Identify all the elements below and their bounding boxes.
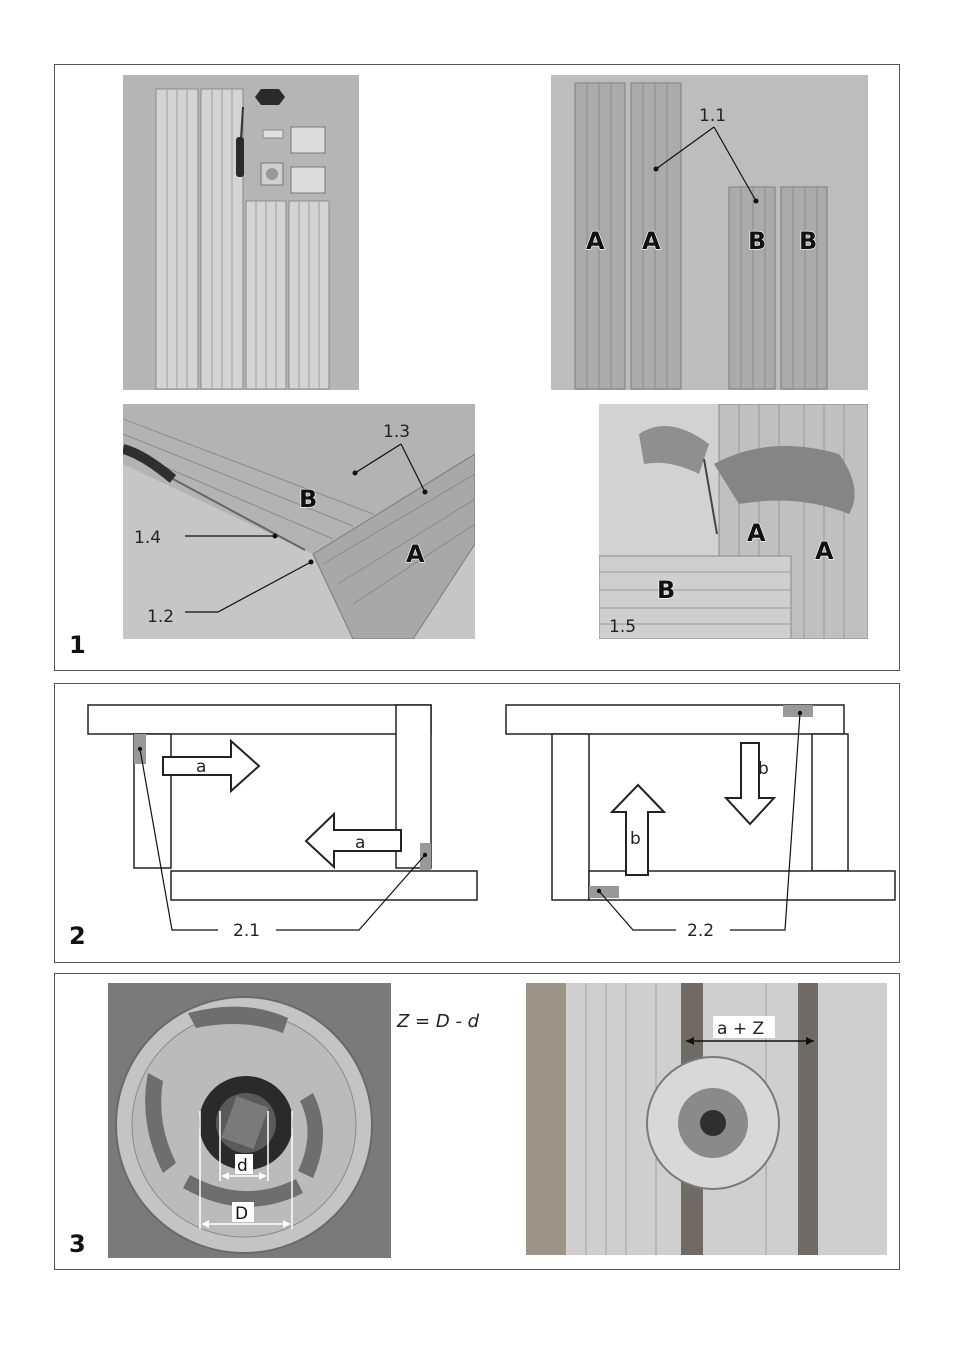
rails-labels-overlay: 1.1 A A B B	[585, 106, 817, 256]
figure-1-number: 1	[69, 631, 86, 659]
router-base-dims: d D	[199, 1111, 293, 1229]
callout-1-4: 1.4	[134, 528, 161, 548]
parts-overview-drawing	[155, 88, 330, 390]
dim-label-D: D	[235, 1204, 248, 1224]
arrow-label-b-1: b	[758, 759, 769, 779]
right-frame	[505, 704, 896, 901]
photo-corner-joint	[123, 404, 475, 639]
align-label-a-1: A	[747, 519, 766, 547]
photo-aligning-rails	[599, 404, 868, 639]
callout-1-3: 1.3	[383, 422, 410, 442]
router-base-drawing	[115, 996, 373, 1254]
arrow-a-right	[162, 738, 261, 794]
rails-labeled-drawing	[574, 82, 828, 390]
figure-2-number: 2	[69, 922, 86, 950]
formula-z: Z = D - d	[397, 1011, 480, 1032]
frame-diagrams: a a 2.1 b b 2.2	[87, 704, 896, 941]
figure-3-number: 3	[69, 1230, 86, 1258]
left-frame	[87, 704, 478, 901]
dim-label-a-plus-z: a + Z	[717, 1019, 764, 1039]
base-on-rail-dims: a + Z	[686, 1016, 814, 1045]
photo-parts-overview	[123, 75, 359, 390]
aligning-rails-overlay: A A B 1.5	[609, 518, 835, 637]
callout-2-1: 2.1	[233, 921, 260, 941]
photo-rails-labeled	[551, 75, 868, 390]
rail-label-a-2: A	[642, 227, 661, 255]
aligning-rails-drawing	[599, 404, 868, 639]
rail-label-b-2: B	[799, 227, 817, 255]
arrow-label-b-2: b	[630, 829, 641, 849]
arrow-label-a-2: a	[355, 833, 365, 853]
arrow-b-down	[723, 742, 777, 826]
arrow-label-a-1: a	[196, 757, 206, 777]
marker-2-2-top	[783, 705, 813, 717]
corner-joint-overlay: 1.3 1.4 1.2 B A	[134, 422, 428, 627]
callout-1-1: 1.1	[699, 106, 726, 126]
align-label-b: B	[657, 576, 675, 604]
joint-label-a: A	[406, 540, 425, 568]
photo-router-base	[108, 983, 391, 1258]
callout-1-2: 1.2	[147, 607, 174, 627]
align-label-a-2: A	[815, 537, 834, 565]
arrow-a-left	[304, 811, 402, 870]
callout-1-5: 1.5	[609, 617, 636, 637]
callout-2-2: 2.2	[687, 921, 714, 941]
corner-joint-drawing	[123, 404, 475, 639]
rail-label-a-1: A	[586, 227, 605, 255]
joint-label-b: B	[299, 485, 317, 513]
marker-2-2-bottom	[589, 886, 619, 898]
arrow-b-up	[609, 783, 667, 876]
dim-label-d: d	[237, 1156, 248, 1176]
rail-label-b-1: B	[748, 227, 766, 255]
